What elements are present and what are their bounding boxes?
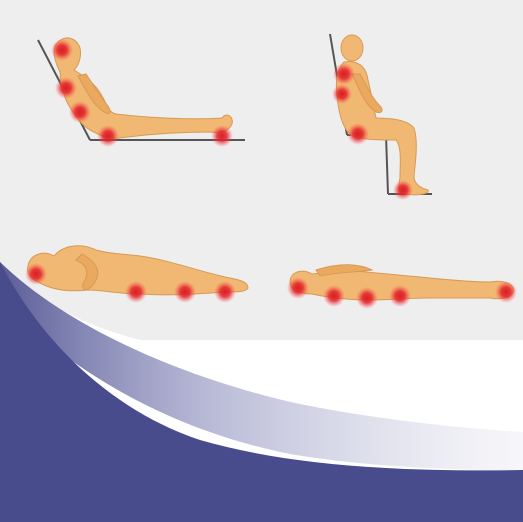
pressure-point (332, 84, 352, 104)
pressure-point (333, 63, 355, 85)
pressure-point (55, 77, 77, 99)
pressure-point (287, 277, 309, 299)
pressure-point (97, 125, 119, 147)
pressure-point (125, 281, 147, 303)
pressure-point (214, 281, 236, 303)
pressure-point (356, 287, 378, 309)
head-shape (341, 35, 363, 61)
pressure-point (495, 281, 517, 303)
pressure-point (393, 180, 413, 200)
pressure-point (211, 125, 233, 147)
pressure-point (174, 281, 196, 303)
pressure-point (51, 39, 73, 61)
pressure-point (25, 263, 47, 285)
pressure-point (389, 285, 411, 307)
pressure-point (347, 123, 369, 145)
pressure-point (69, 101, 91, 123)
pressure-point (323, 285, 345, 307)
